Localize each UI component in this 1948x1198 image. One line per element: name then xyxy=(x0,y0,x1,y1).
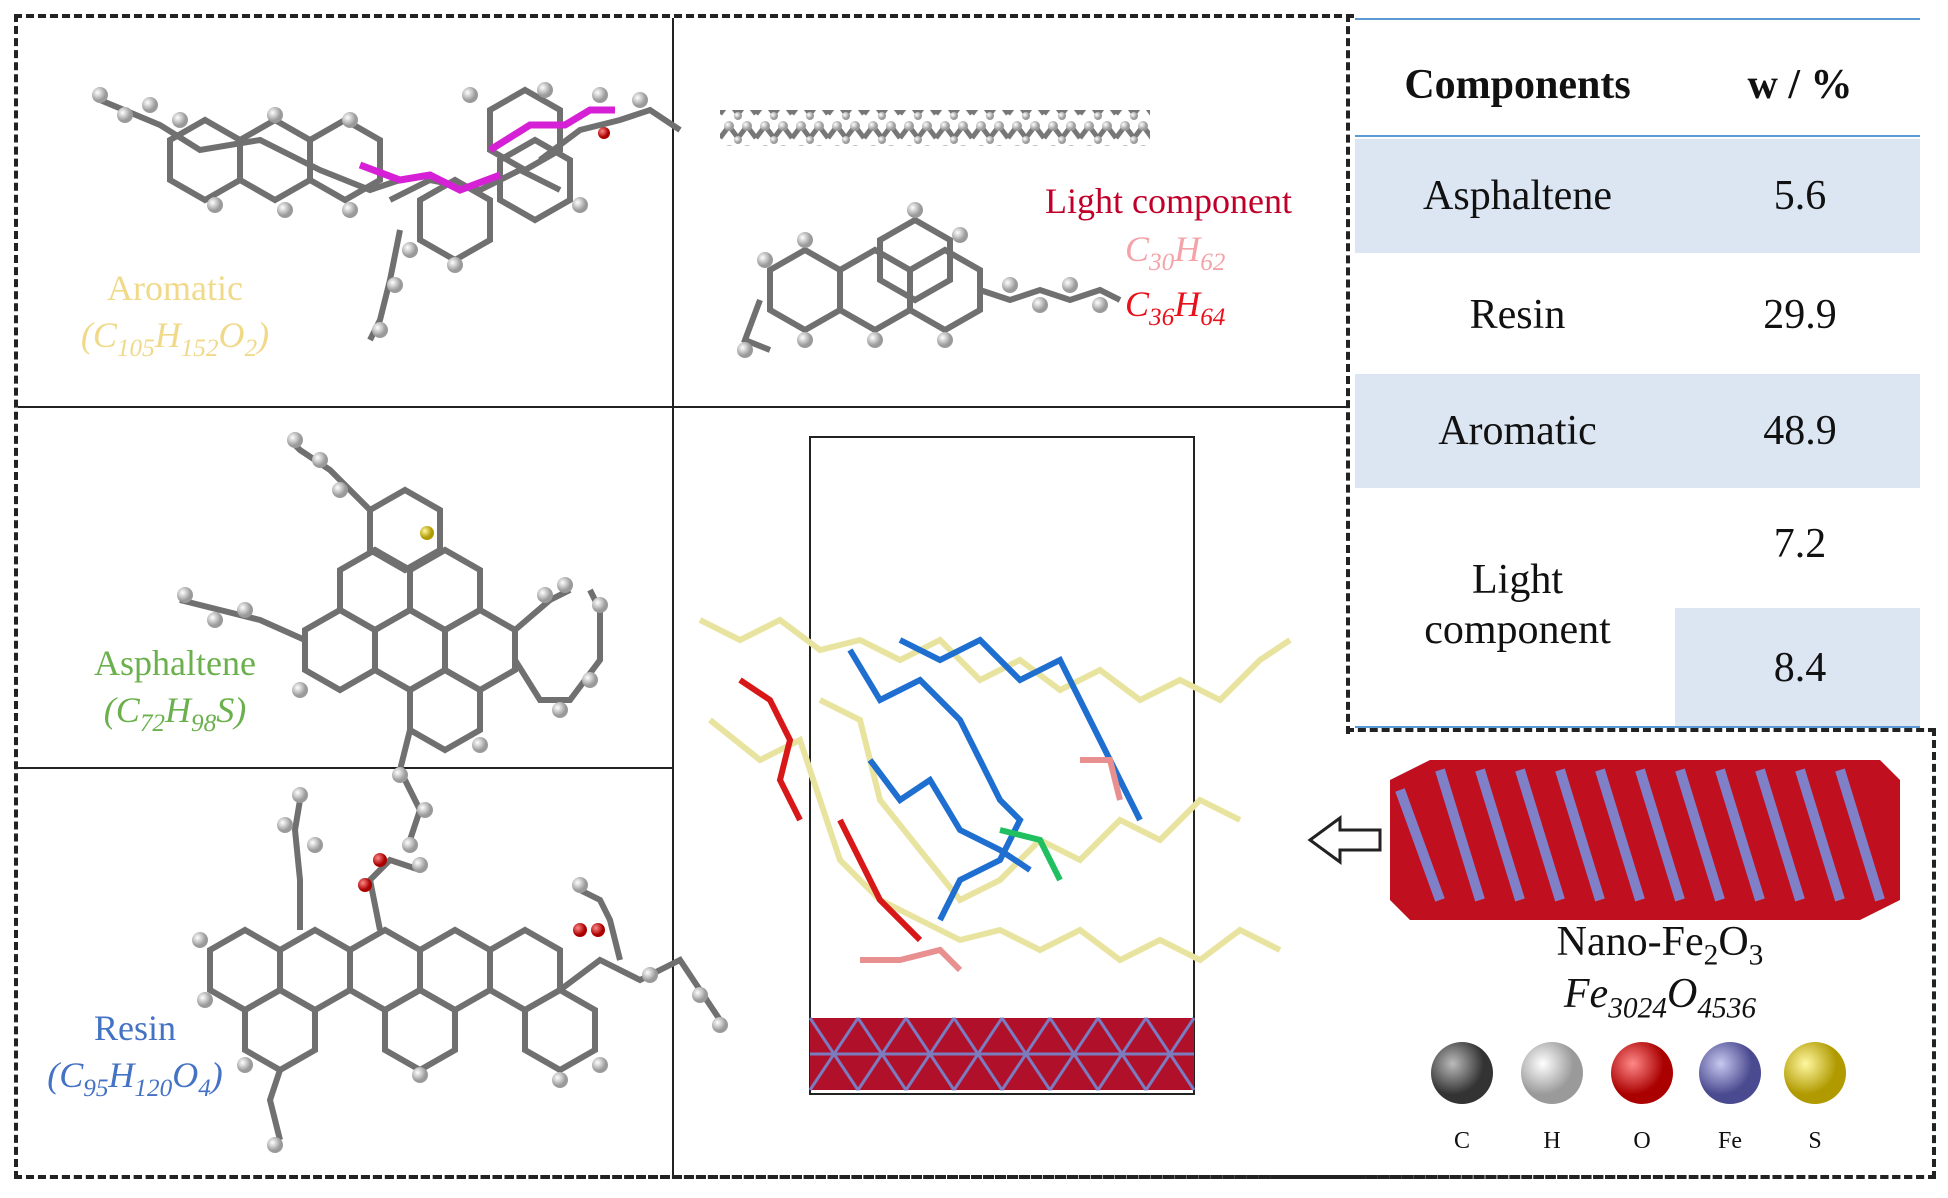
divider-h1 xyxy=(18,406,1348,408)
aromatic-formula: (C105H152O2) xyxy=(80,314,270,362)
asphaltene-s-atom xyxy=(420,526,434,540)
light-formula-c36h64: C36H64 xyxy=(1125,284,1226,331)
left-arrow xyxy=(1307,815,1382,865)
light-row-value-2-cell xyxy=(1675,608,1920,726)
asphaltene-formula: (C72H98S) xyxy=(103,689,247,737)
header-components: Components xyxy=(1404,62,1631,108)
atom-label-o: O xyxy=(1633,1128,1651,1154)
resin-h-atoms xyxy=(192,787,728,1153)
top-dashed-right-edge xyxy=(1346,14,1354,734)
resin-molecule xyxy=(207,799,723,1141)
row-value: 48.9 xyxy=(1763,408,1837,454)
resin-label: Resin (C95H120O4) xyxy=(5,1005,265,1105)
atom-legend-spheres xyxy=(1431,1042,1846,1104)
aromatic-magenta-bonds xyxy=(358,106,615,194)
light-row-value-2: 8.4 xyxy=(1773,645,1827,691)
light-row-name: Light component xyxy=(1424,557,1611,654)
nano-fe-formula: Fe3024O4536 xyxy=(1563,971,1757,1025)
header-weight: w / % xyxy=(1747,62,1853,108)
asphaltene-name: Asphaltene xyxy=(94,643,256,683)
asphaltene-h-atoms xyxy=(177,432,608,853)
light-formula-c30h62: C30H62 xyxy=(1125,229,1226,276)
light-component-chain-1 xyxy=(720,110,1150,146)
asphaltene-label: Asphaltene (C72H98S) xyxy=(45,640,305,740)
row-name: Asphaltene xyxy=(1423,173,1612,219)
aromatic-o-atom xyxy=(598,127,610,139)
row-value: 5.6 xyxy=(1773,173,1827,219)
table-row: Aromatic 48.9 xyxy=(1355,374,1920,488)
atom-label-c: C xyxy=(1453,1128,1470,1154)
light-row-value-1: 7.2 xyxy=(1773,521,1827,567)
simulation-molecules xyxy=(698,616,1292,973)
resin-formula: (C95H120O4) xyxy=(47,1054,223,1102)
light-component-h-atoms xyxy=(737,202,1108,358)
light-component-label: Light component xyxy=(1045,181,1292,221)
table-bottom-rule xyxy=(1355,726,1920,728)
atom-label-h: H xyxy=(1543,1128,1561,1154)
nano-fe2o3-label: Nano-Fe2O3 xyxy=(1556,919,1764,972)
aromatic-name: Aromatic xyxy=(107,268,243,308)
table-header: Components w / % xyxy=(1355,40,1920,130)
nano-fe2o3-slab xyxy=(1390,760,1900,920)
row-name: Aromatic xyxy=(1438,408,1597,454)
divider-h2 xyxy=(18,767,672,769)
atom-label-s: S xyxy=(1808,1128,1822,1154)
resin-o-atoms xyxy=(358,853,605,937)
light-component-ring-molecule xyxy=(741,216,1122,353)
row-name: Resin xyxy=(1469,292,1566,338)
table-top-rule xyxy=(1355,18,1920,20)
divider-vertical-main xyxy=(672,18,674,1178)
atom-label-fe: Fe xyxy=(1718,1128,1742,1154)
table-row: Resin 29.9 xyxy=(1355,258,1920,372)
aromatic-label: Aromatic (C105H152O2) xyxy=(40,265,310,365)
simulation-box xyxy=(808,436,1196,1095)
resin-name: Resin xyxy=(93,1008,176,1048)
aromatic-h-atoms xyxy=(92,82,648,338)
table-row: Asphaltene 5.6 xyxy=(1355,139,1920,253)
row-value: 29.9 xyxy=(1763,292,1837,338)
table-header-rule xyxy=(1355,135,1920,137)
bottom-dashed-line xyxy=(14,1175,1936,1179)
